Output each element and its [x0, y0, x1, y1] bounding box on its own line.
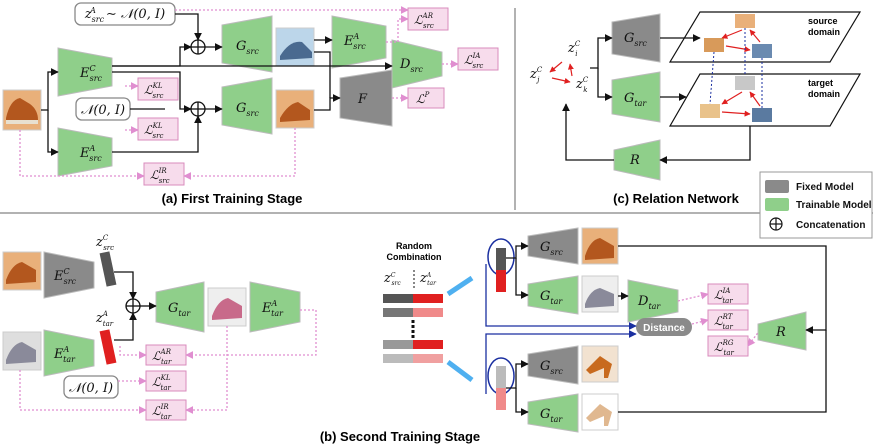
loss-p: ℒP: [407, 87, 445, 109]
discriminator-tar: [627, 279, 679, 323]
svg-text:Combination: Combination: [387, 252, 442, 262]
generator-tar-b: [155, 281, 205, 333]
legend: Fixed Model Trainable Model Concatenatio…: [759, 171, 873, 239]
content-encoder-src-b: [43, 251, 95, 299]
shoe-image: [752, 108, 772, 122]
source-domain-label: source: [808, 16, 838, 26]
shoe-image: [735, 14, 755, 28]
right-generator-src-2: [527, 345, 579, 385]
blue-arrow: [446, 275, 474, 297]
generator-src-1: [221, 15, 273, 73]
shoe-image: [752, 44, 772, 58]
perceptual-network-f-label: F: [357, 92, 368, 107]
caption-relation: (c) Relation Network: [613, 191, 739, 206]
shoe-image: [2, 89, 42, 131]
content-encoder-src: [57, 47, 113, 97]
target-domain-label: target: [808, 78, 833, 88]
relation-module-b-label: R: [775, 325, 786, 340]
right-generator-tar-1: [527, 275, 579, 315]
legend-trainable-swatch: [765, 198, 789, 211]
perceptual-network-f: [339, 69, 393, 127]
caption-second-stage: (b) Second Training Stage: [320, 429, 480, 444]
latent-attribute-bar: [99, 329, 117, 365]
relation-module: [613, 139, 661, 181]
relation-module-label: R: [629, 153, 640, 168]
combo-bars: [383, 294, 443, 363]
prior-box-b: [63, 375, 119, 399]
legend-fixed-swatch: [765, 180, 789, 193]
right-generator-tar-2: [527, 393, 579, 433]
attribute-encoder-tar-b: [43, 329, 95, 377]
prior-label-b: 𝒩(0, I): [69, 381, 113, 396]
shoe-image: [704, 38, 724, 52]
generator-src-2: [221, 77, 273, 135]
distance-label: Distance: [643, 323, 685, 334]
legend-fixed-label: Fixed Model: [796, 182, 854, 193]
rel-generator-tar: [611, 71, 661, 123]
right-generator-src-1: [527, 227, 579, 265]
prior-label: 𝒩(0, I): [81, 103, 125, 118]
plus-circle-icon: [190, 101, 206, 117]
attribute-encoder-src-2: [331, 15, 387, 69]
svg-text:domain: domain: [808, 89, 840, 99]
shoe-image: [700, 104, 720, 118]
plus-circle-icon: [190, 39, 206, 55]
random-combination-label: Random: [396, 241, 432, 251]
plus-circle-icon: [125, 298, 141, 314]
shoe-image: [735, 76, 755, 90]
attribute-encoder-tar-b2: [249, 281, 301, 333]
relation-module-b: [757, 311, 807, 351]
distance-box: [636, 318, 692, 336]
latent-content-bar: [99, 251, 117, 287]
legend-concat-label: Concatenation: [796, 220, 865, 231]
svg-text:domain: domain: [808, 27, 840, 37]
caption-first-stage: (a) First Training Stage: [162, 191, 303, 206]
attribute-encoder-src: [57, 127, 113, 177]
rel-generator-src: [611, 13, 661, 63]
blue-arrow: [446, 360, 474, 382]
legend-trainable-label: Trainable Model: [796, 200, 872, 211]
plus-circle-icon: [769, 217, 783, 231]
